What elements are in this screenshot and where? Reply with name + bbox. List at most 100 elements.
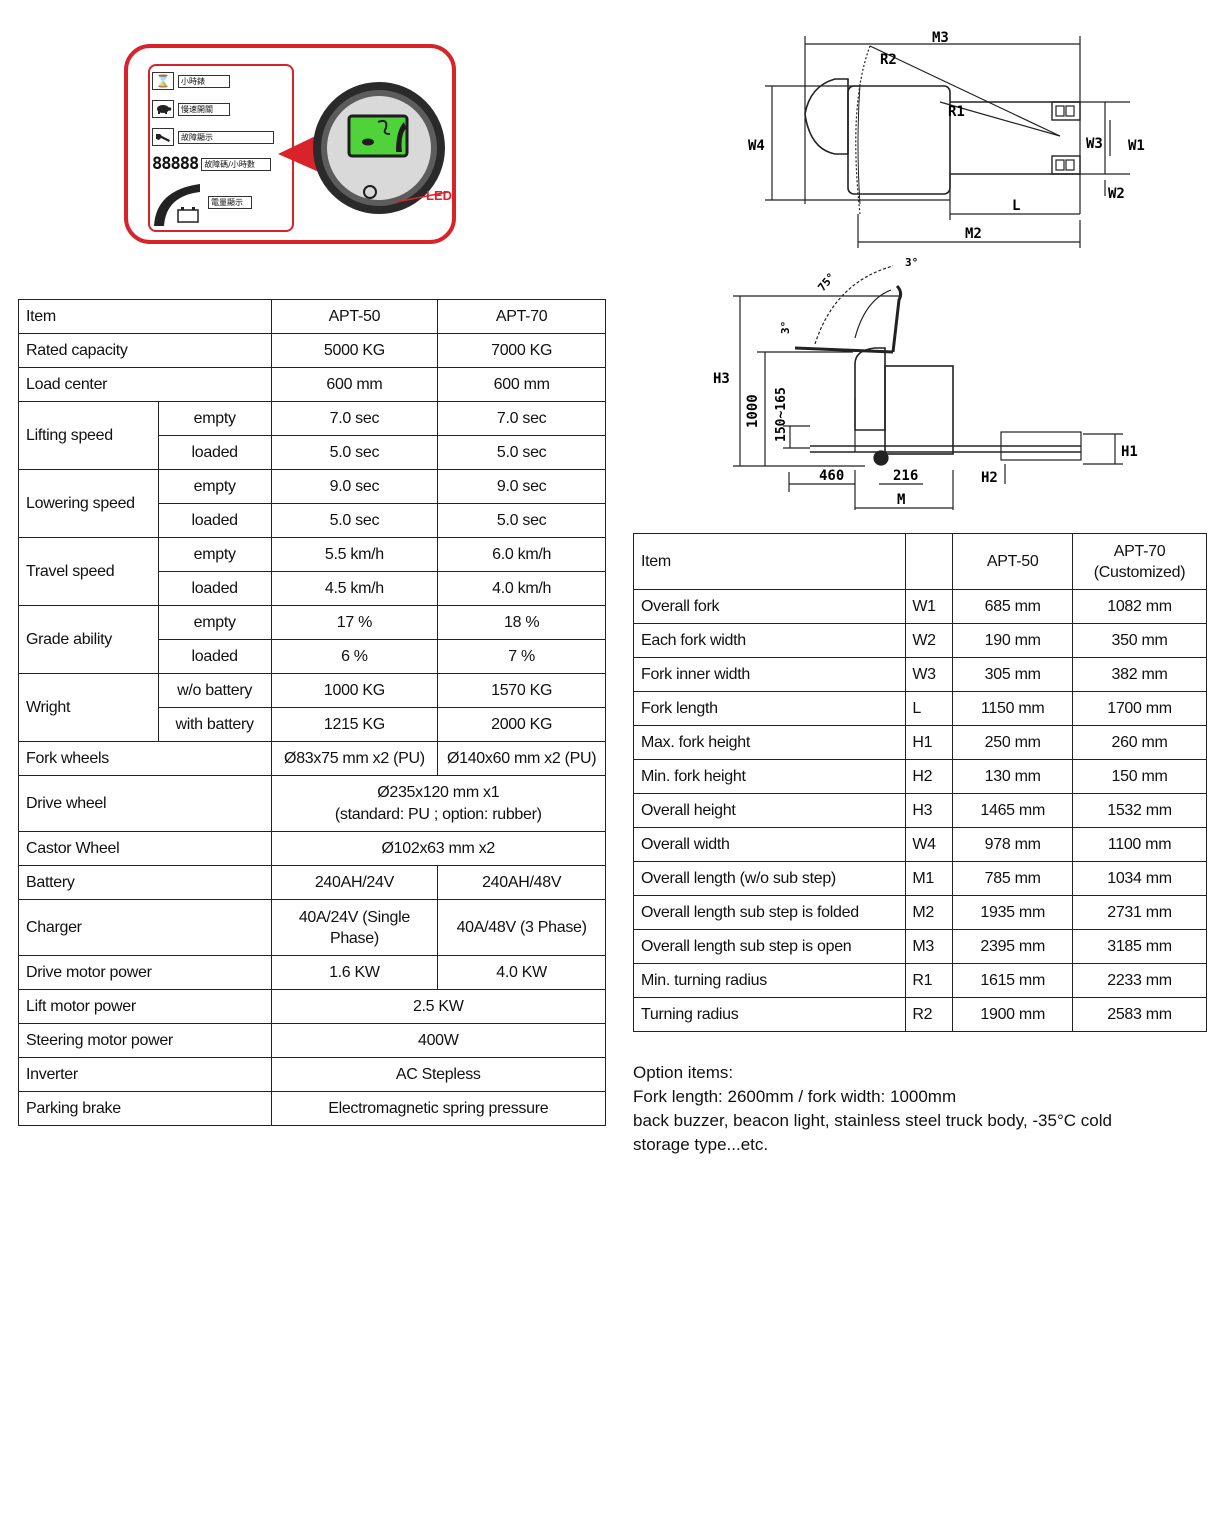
cell-apt70: 4.0 KW: [437, 955, 606, 990]
top-view-drawing: M3 R2 R1 W4 W3 W1 W2 L M2: [748, 30, 1145, 248]
legend-label: 故障碼/小時數: [201, 157, 272, 171]
sub-label: empty: [157, 401, 272, 436]
cell-apt70: Ø140x60 mm x2 (PU): [437, 741, 606, 776]
cell-apt70: 9.0 sec: [437, 469, 606, 504]
cell-code: W4: [905, 827, 954, 862]
label-1000: 1000: [745, 394, 761, 428]
cell-apt70: 1700 mm: [1072, 691, 1207, 726]
table-row: with battery 1215 KG 2000 KG: [19, 707, 606, 742]
cell-apt70: 240AH/48V: [437, 865, 606, 900]
sub-label: w/o battery: [157, 673, 272, 708]
legend-label: 故障顯示: [178, 130, 274, 144]
cell-apt70: 350 mm: [1072, 623, 1207, 658]
header-apt50: APT-50: [952, 533, 1074, 590]
cell-apt70: 2000 KG: [437, 707, 606, 742]
cell-apt70: 1570 KG: [437, 673, 606, 708]
header-apt70: APT-70 (Customized): [1072, 533, 1207, 590]
cell-apt50: 240AH/24V: [270, 865, 439, 900]
cell-apt50: 685 mm: [952, 589, 1074, 624]
dashboard-gauge: [278, 82, 448, 214]
cell-item: Overall length sub step is folded: [632, 895, 907, 930]
cell-apt50: 7.0 sec: [270, 401, 439, 436]
cell-item: Each fork width: [632, 623, 907, 658]
spec-table-performance: Item APT-50 APT-70 Rated capacity 5000 K…: [18, 299, 607, 1126]
table-row: Item APT-50 APT-70 (Customized): [632, 533, 1207, 590]
table-row: Travel speed empty 5.5 km/h 6.0 km/h: [18, 537, 606, 606]
cell-item: Overall length sub step is open: [632, 929, 907, 964]
sub-label: empty: [157, 605, 272, 640]
dashboard-panel: ⌛ 小時錶 慢速開關 故障顯示 88888 故障碼/小時數: [124, 44, 456, 244]
table-row: Grade ability empty 17 % 18 %: [18, 605, 606, 674]
row-label: Rated capacity: [18, 333, 272, 368]
cell-apt50: 600 mm: [270, 367, 439, 402]
cell-code: H3: [905, 793, 954, 828]
cell-apt50: 9.0 sec: [270, 469, 439, 504]
label-216: 216: [893, 468, 918, 484]
table-row: Castor Wheel Ø102x63 mm x2: [18, 831, 607, 866]
hourglass-icon: ⌛: [152, 72, 174, 90]
table-row: Drive motor power 1.6 KW 4.0 KW: [18, 955, 606, 990]
label-w3: W3: [1086, 136, 1103, 152]
cell-apt50: 305 mm: [952, 657, 1074, 692]
label-460: 460: [819, 468, 844, 484]
cell-apt50: 1150 mm: [952, 691, 1074, 726]
row-label: Wright: [18, 673, 159, 742]
legend-label: 電量顯示: [208, 196, 252, 209]
cell-apt50: 4.5 km/h: [270, 571, 439, 606]
cell-apt50: 1.6 KW: [270, 955, 439, 990]
row-label: Parking brake: [18, 1091, 272, 1126]
sub-label: loaded: [157, 435, 272, 470]
label-r2: R2: [880, 52, 897, 68]
cell-apt70: 7 %: [437, 639, 606, 674]
table-row: Load center 600 mm 600 mm: [18, 367, 606, 402]
cell-code: M1: [905, 861, 954, 896]
cell-item: Min. turning radius: [632, 963, 907, 998]
cell-code: W1: [905, 589, 954, 624]
label-m2: M2: [965, 226, 982, 242]
legend-row-hour-meter: ⌛ 小時錶: [152, 72, 230, 90]
cell-item: Max. fork height: [632, 725, 907, 760]
sub-label: empty: [157, 537, 272, 572]
label-h3: H3: [713, 371, 730, 387]
cell-code: R1: [905, 963, 954, 998]
cell-apt50: 785 mm: [952, 861, 1074, 896]
cell-apt70: 3185 mm: [1072, 929, 1207, 964]
digits-display: 88888: [152, 154, 199, 174]
table-row: Lowering speed empty 9.0 sec 9.0 sec: [18, 469, 606, 538]
indicator-legend: ⌛ 小時錶 慢速開關 故障顯示 88888 故障碼/小時數: [148, 64, 294, 232]
row-label: Travel speed: [18, 537, 159, 606]
row-label: Lowering speed: [18, 469, 159, 538]
cell-drive-wheel: Ø235x120 mm x1 (standard: PU ; option: r…: [270, 775, 607, 832]
label-150-165: 150~165: [774, 387, 789, 442]
header-code: [905, 533, 954, 590]
options-title: Option items:: [633, 1063, 734, 1082]
legend-row-fault: 故障顯示: [152, 128, 274, 146]
cell-value: 2.5 KW: [270, 989, 607, 1024]
header-item: Item: [632, 533, 907, 590]
cell-item: Overall length (w/o sub step): [632, 861, 907, 896]
table-row: Parking brake Electromagnetic spring pre…: [18, 1091, 607, 1126]
table-row: Drive wheel Ø235x120 mm x1 (standard: PU…: [18, 775, 607, 832]
table-row: loaded 6 % 7 %: [19, 639, 606, 674]
legend-row-slow-switch: 慢速開關: [152, 100, 230, 118]
sub-label: loaded: [157, 503, 272, 538]
header-apt70: APT-70: [437, 299, 606, 334]
cell-apt70: 6.0 km/h: [437, 537, 606, 572]
table-row: Steering motor power 400W: [18, 1023, 607, 1058]
header-apt50: APT-50: [270, 299, 439, 334]
label-w1: W1: [1128, 138, 1145, 154]
cell-code: M3: [905, 929, 954, 964]
cell-item: Fork inner width: [632, 657, 907, 692]
cell-code: H1: [905, 725, 954, 760]
row-label: Charger: [18, 899, 272, 956]
label-angle-left: 3°: [779, 321, 792, 334]
cell-apt50: 130 mm: [952, 759, 1074, 794]
